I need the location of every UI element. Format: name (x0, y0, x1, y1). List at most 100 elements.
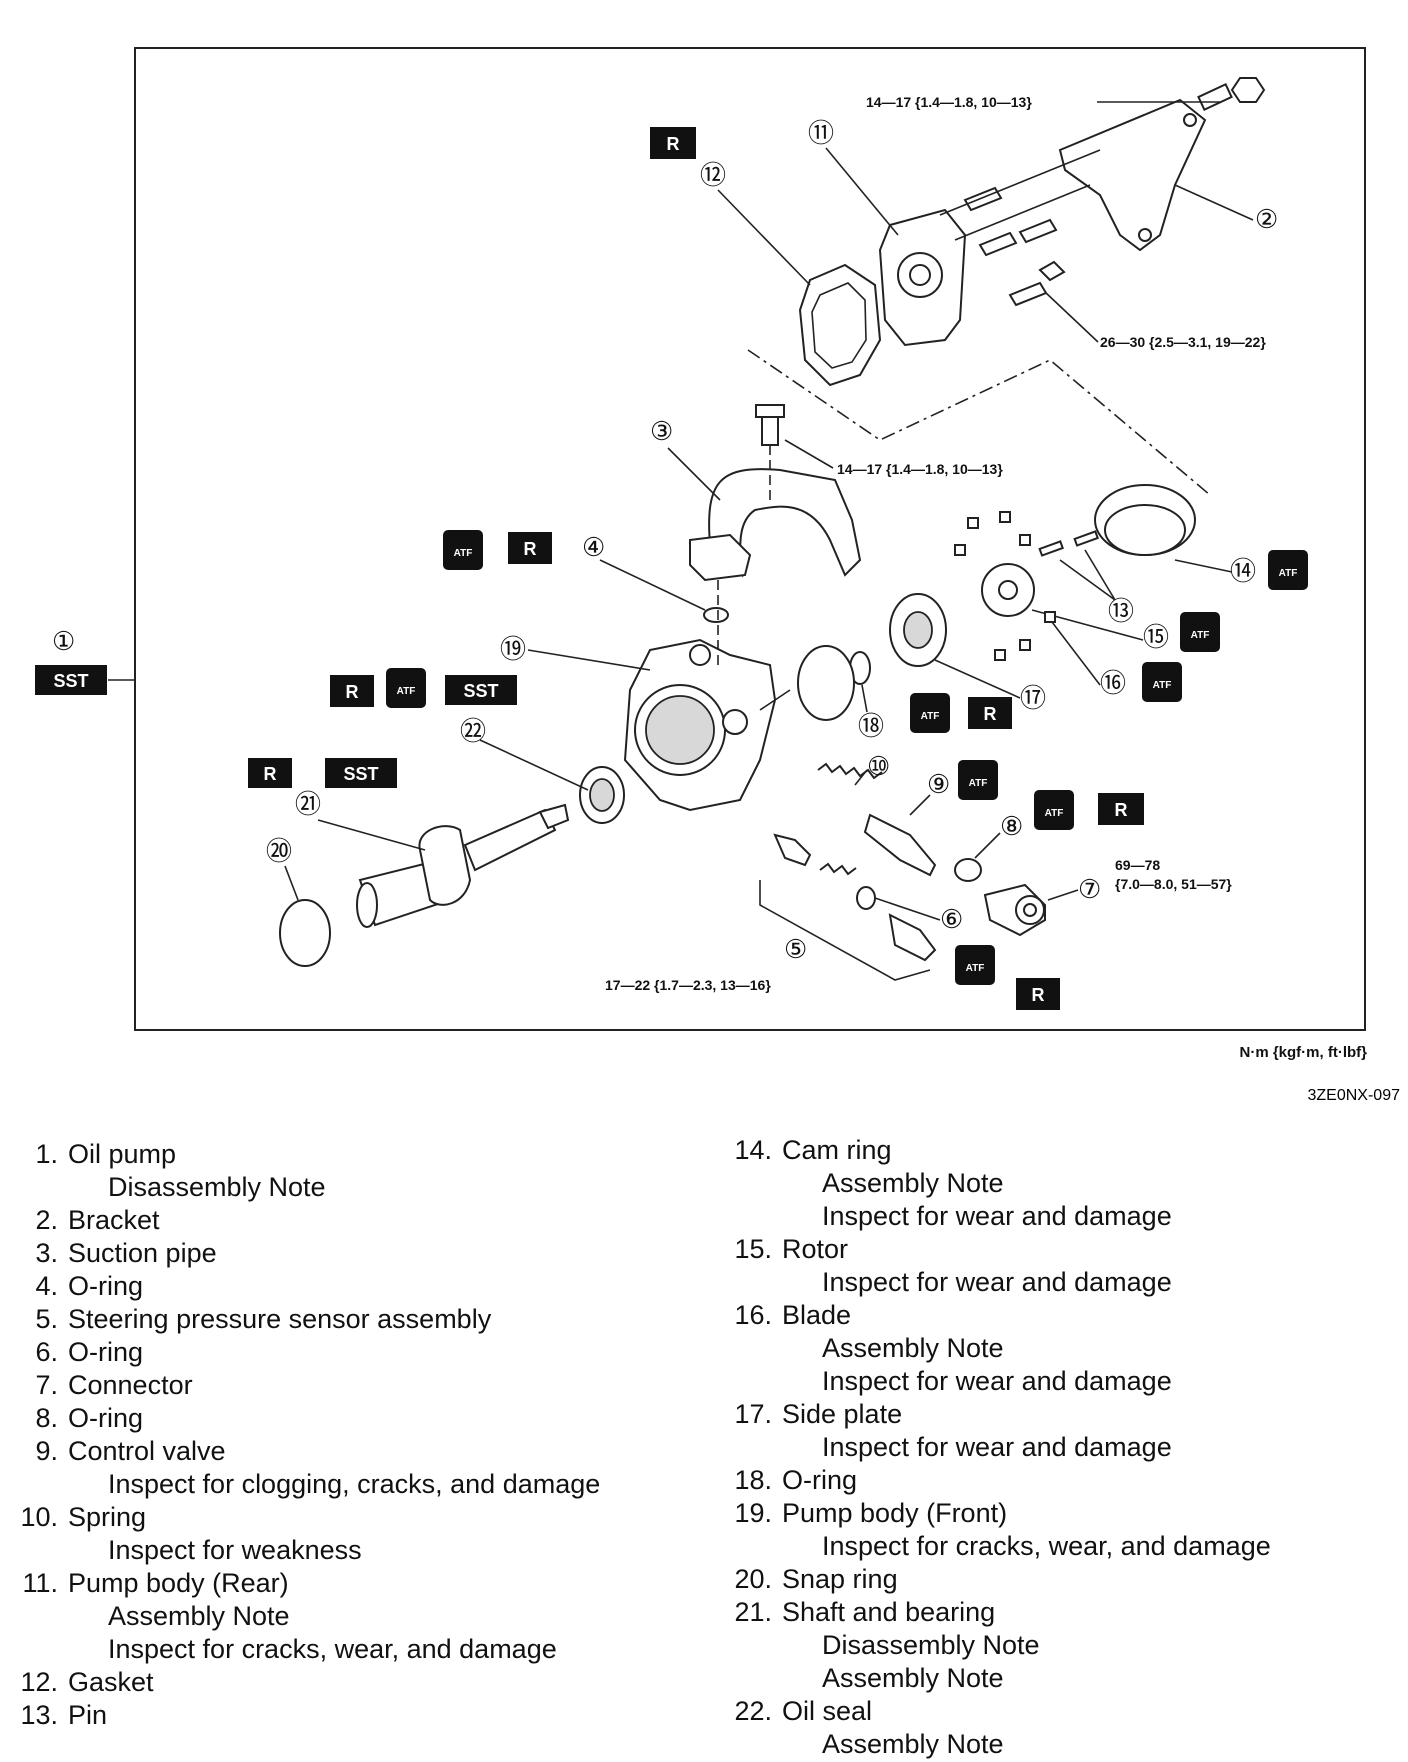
legend-item: 10. Spring (8, 1501, 688, 1534)
tag-group-17: ATF R (910, 693, 1012, 733)
sst-tag-1: SST (35, 665, 107, 695)
legend-item-note: Assembly Note (822, 1168, 1004, 1198)
tag-group-4: ATF R (443, 530, 552, 570)
legend-item-note: Inspect for cracks, wear, and damage (108, 1634, 557, 1664)
units-label: N·m {kgf·m, ft·lbf} (1240, 1044, 1368, 1061)
callout-7: ⑦ (1078, 875, 1101, 904)
legend-item: 6.O-ring (8, 1336, 688, 1369)
svg-text:R: R (1032, 985, 1045, 1005)
svg-text:ATF: ATF (1279, 568, 1298, 579)
figure-code: 3ZE0NX-097 (1308, 1087, 1401, 1104)
legend-item-number: 2. (35, 1205, 58, 1235)
bolt-top (1197, 77, 1266, 112)
blades-shape (954, 511, 1056, 661)
callout-9: ⑨ (927, 770, 950, 799)
callout-5: ⑤ (784, 935, 807, 964)
svg-text:ATF: ATF (921, 711, 940, 722)
callout-21: ㉑ (295, 790, 321, 819)
legend-item-number: 15. (734, 1234, 772, 1264)
snap-ring-shape (279, 899, 331, 967)
legend-item: 20.Snap ring (722, 1563, 1402, 1596)
legend-item-name: Oil seal (782, 1696, 873, 1726)
legend-item-name: Spring (68, 1502, 147, 1532)
legend-item: 22. Oil seal (722, 1695, 1402, 1728)
legend-item-note: Inspect for wear and damage (822, 1267, 1172, 1297)
torque-pump-body-bolt: 26—30 {2.5—3.1, 19—22} (1100, 334, 1266, 350)
legend-item-note: Assembly Note (822, 1333, 1004, 1363)
atf-tag-15: ATF (1180, 612, 1220, 652)
legend-item-note: Inspect for wear and damage (822, 1201, 1172, 1231)
o-ring-4-shape (703, 607, 729, 623)
callout-20: ⑳ (266, 837, 292, 866)
callout-8: ⑧ (1000, 812, 1023, 841)
svg-text:R: R (264, 764, 277, 784)
callout-1: ① (52, 627, 75, 656)
legend-item-number: 22. (734, 1696, 772, 1726)
svg-text:ATF: ATF (1153, 680, 1172, 691)
side-plate-shape (889, 593, 947, 667)
legend-item-name: Pin (68, 1700, 108, 1730)
bolt-suction (755, 404, 785, 446)
spring-10-shape (817, 762, 883, 780)
callout-14: ⑭ (1230, 557, 1256, 586)
legend-item-number: 9. (35, 1436, 58, 1466)
suction-pipe-shape (708, 468, 862, 578)
svg-text:R: R (667, 134, 680, 154)
legend-item-note: Inspect for cracks, wear, and damage (822, 1531, 1271, 1561)
tag-group-21: R SST (248, 758, 397, 788)
atf-tag-14: ATF (1268, 550, 1308, 590)
o-ring-8-shape (954, 858, 982, 882)
torque-sensor: 17—22 {1.7—2.3, 13—16} (605, 977, 771, 993)
legend-item-number: 14. (734, 1135, 772, 1165)
legend-item-name: Connector (68, 1370, 193, 1400)
legend-item-number: 21. (734, 1597, 772, 1627)
legend-item-name: O-ring (782, 1465, 858, 1495)
legend-item: 5.Steering pressure sensor assembly (8, 1303, 688, 1336)
legend-item-name: Snap ring (782, 1564, 898, 1594)
legend-item-number: 5. (35, 1304, 58, 1334)
svg-text:R: R (346, 682, 359, 702)
legend-item-note: Inspect for clogging, cracks, and damage (108, 1469, 601, 1499)
legend-item-number: 13. (20, 1700, 58, 1730)
legend-item: 14.Cam ring (722, 1134, 1402, 1167)
legend-item: 2.Bracket (8, 1204, 688, 1237)
svg-text:ATF: ATF (966, 963, 985, 974)
legend-item-name: Control valve (68, 1436, 226, 1466)
callout-11: ⑪ (808, 119, 834, 148)
legend-item-name: O-ring (68, 1271, 144, 1301)
legend-item-name: Blade (782, 1300, 852, 1330)
legend-item-note: Assembly Note (822, 1729, 1004, 1759)
legend-item-name: Pump body (Rear) (68, 1568, 289, 1598)
legend-item-number: 4. (35, 1271, 58, 1301)
legend-item-number: 18. (734, 1465, 772, 1495)
legend-item: 21.Shaft and bearing (722, 1596, 1402, 1629)
legend-item-number: 1. (35, 1139, 58, 1169)
large-o-ring-shape (797, 645, 855, 721)
legend-item-name: Rotor (782, 1234, 849, 1264)
tag-group-5: ATF R (955, 945, 1060, 1010)
callout-12: ⑫ (700, 161, 726, 190)
legend-item: 12.Gasket (8, 1666, 688, 1699)
legend-item: 15. Rotor (722, 1233, 1402, 1266)
legend-item-number: 3. (35, 1238, 58, 1268)
legend-item-note: Assembly Note (822, 1663, 1004, 1693)
shaft-and-bearing-shape (356, 803, 570, 928)
callout-19: ⑲ (500, 635, 526, 664)
torque-connector-2: {7.0—8.0, 51—57} (1115, 876, 1232, 892)
svg-text:R: R (1115, 800, 1128, 820)
svg-text:R: R (524, 539, 537, 559)
legend-item: 4. O-ring (8, 1270, 688, 1303)
legend-item-number: 10. (20, 1502, 58, 1532)
diagram-frame (134, 47, 1366, 1031)
tag-group-19: R ATF SST (330, 668, 517, 708)
legend-item: 9. Control valve (8, 1435, 688, 1468)
callout-2: ② (1255, 205, 1278, 234)
svg-text:ATF: ATF (1045, 808, 1064, 819)
legend-item-name: Pump body (Front) (782, 1498, 1008, 1528)
bracket-shape (1058, 98, 1207, 252)
bolts-rear (939, 149, 1101, 307)
legend-item: 7.Connector (8, 1369, 688, 1402)
connector-shape (983, 883, 1046, 937)
callout-3: ③ (650, 417, 673, 446)
